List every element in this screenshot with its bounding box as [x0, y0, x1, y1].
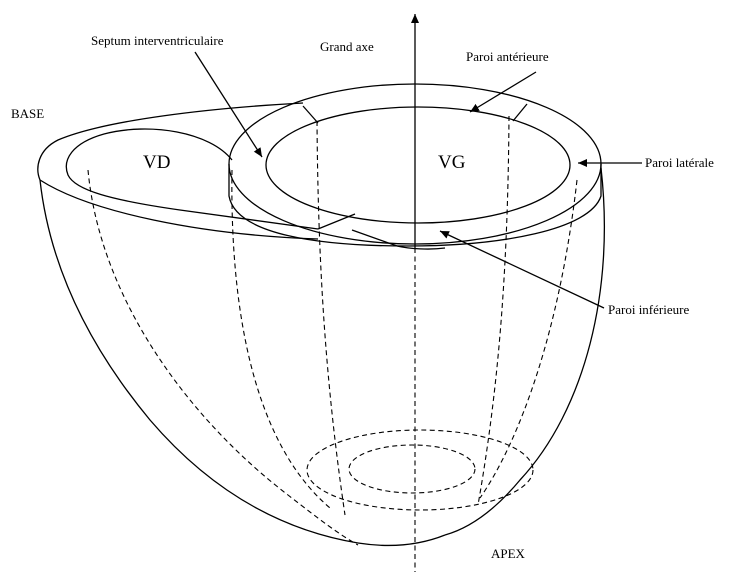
apex-outer-ellipse	[306, 429, 534, 511]
label-vd: VD	[143, 152, 170, 173]
label-septum: Septum interventriculaire	[91, 33, 224, 48]
label-paroi-inferieure: Paroi inférieure	[608, 302, 689, 317]
lv-inner-ellipse	[265, 106, 571, 224]
outer-heart-outline	[37, 102, 606, 547]
label-paroi-anterieure: Paroi antérieure	[466, 49, 549, 64]
label-paroi-laterale: Paroi latérale	[645, 155, 714, 170]
label-base: BASE	[11, 106, 44, 121]
apex-inner-ellipse	[348, 444, 476, 494]
label-grand-axe: Grand axe	[320, 39, 374, 54]
septum-arrow	[194, 51, 263, 158]
vd-cavity-outline	[65, 128, 319, 230]
hidden-lines	[87, 115, 578, 572]
paroi-inferieure-arrow	[439, 230, 605, 309]
label-vg: VG	[438, 152, 466, 173]
paroi-anterieure-arrow	[469, 71, 537, 113]
label-apex: APEX	[491, 546, 526, 561]
